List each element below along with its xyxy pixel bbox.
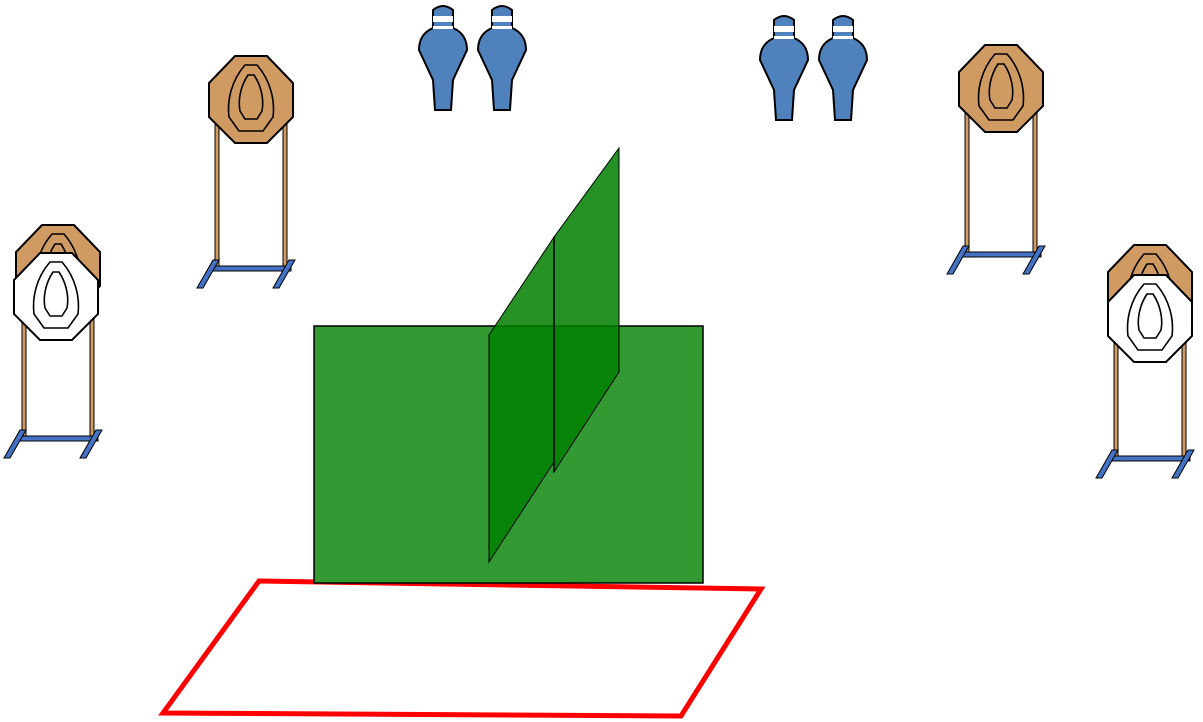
shooting-box (158, 578, 766, 719)
no-shoot-lower-right (1107, 274, 1193, 363)
popper-left-1 (418, 5, 468, 111)
target-upper-right (958, 44, 1044, 133)
popper-right-2 (818, 15, 868, 121)
target-upper-left (208, 55, 294, 144)
no-shoot-lower-left (13, 252, 99, 341)
popper-left-2 (477, 5, 527, 111)
target-upper-left-stand (196, 119, 296, 289)
popper-right-1 (759, 15, 809, 121)
